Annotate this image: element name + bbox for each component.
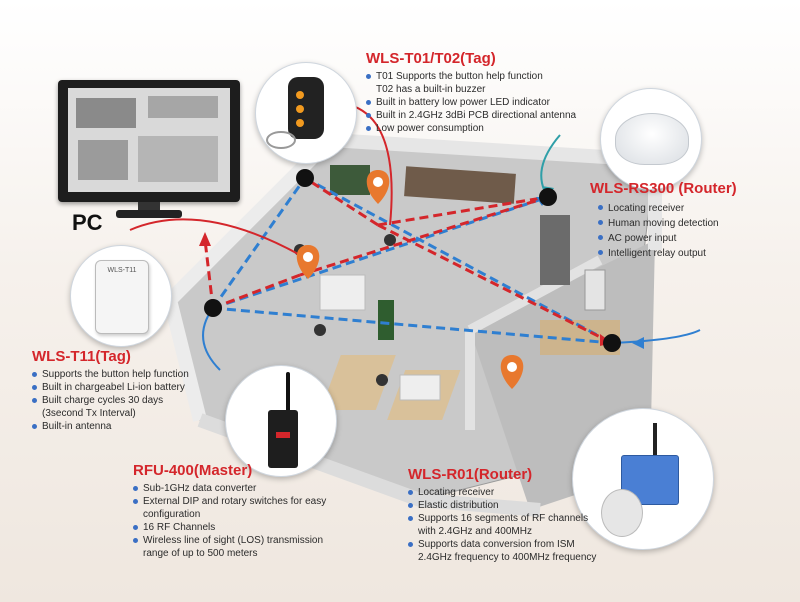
- feature-item: range of up to 500 meters: [143, 548, 258, 559]
- shelf: [404, 166, 516, 204]
- feature-item: Low power consumption: [366, 122, 576, 135]
- feature-item: Intelligent relay output: [598, 246, 737, 261]
- router-r01-title: WLS-R01(Router): [408, 466, 533, 483]
- location-pin-icon: [366, 170, 390, 204]
- feature-item: 16 RF Channels: [133, 521, 326, 534]
- connector-t11: [129, 218, 301, 256]
- connector-r01-head: [632, 337, 644, 349]
- feature-item: Built charge cycles 30 days: [32, 394, 189, 407]
- node-rfu400: [204, 299, 222, 317]
- feature-item: Built in 2.4GHz 3dBi PCB directional ant…: [366, 109, 576, 122]
- tag-t01-block: WLS-T01/T02(Tag) T01 Supports the button…: [366, 50, 576, 135]
- vending: [584, 269, 606, 311]
- router-r01-image: [572, 408, 714, 550]
- pc-label: PC: [72, 210, 103, 235]
- node-r01: [603, 334, 621, 352]
- feature-item: External DIP and rotary switches for eas…: [133, 495, 326, 508]
- feature-item: AC power input: [598, 231, 737, 246]
- tag-links: [203, 176, 613, 345]
- person: [314, 324, 326, 336]
- feature-item: Supports the button help function: [32, 368, 189, 381]
- location-pin-icon: [296, 245, 320, 279]
- ceiling-sensor-icon: [615, 113, 689, 165]
- router-rs300-title: WLS-RS300 (Router): [590, 180, 737, 197]
- node-rs300: [539, 188, 557, 206]
- monitor-screen: [58, 80, 240, 202]
- antenna-icon: [286, 372, 290, 412]
- feature-item: with 2.4GHz and 400MHz: [418, 526, 532, 537]
- feature-item: Elastic distribution: [408, 499, 596, 512]
- feature-item: Supports data conversion from ISM: [408, 538, 596, 551]
- connector-tag: [349, 104, 393, 226]
- floor-map-thumbnail: [68, 88, 230, 192]
- feature-item: Built in battery low power LED indicator: [366, 96, 576, 109]
- feature-item: T01 Supports the button help function: [366, 70, 576, 83]
- tag-t01-image: [255, 62, 357, 164]
- shelf: [320, 355, 396, 410]
- feature-item: Locating receiver: [598, 201, 737, 216]
- feature-item: Built-in antenna: [32, 420, 189, 433]
- shelf: [540, 215, 570, 285]
- person: [376, 374, 388, 386]
- master-rfu400-title: RFU-400(Master): [133, 462, 253, 479]
- display-case: [378, 300, 394, 340]
- connector-r01: [611, 329, 701, 344]
- person: [384, 234, 396, 246]
- feature-item: Wireless line of sight (LOS) transmissio…: [133, 534, 326, 547]
- monitor-base: [116, 210, 182, 218]
- key-ring-icon: [266, 131, 296, 149]
- counter: [319, 274, 366, 311]
- antenna-icon: [653, 423, 657, 459]
- tag-t11-title: WLS-T11(Tag): [32, 348, 131, 365]
- location-pin-icon: [500, 355, 524, 389]
- feature-item: Supports 16 segments of RF channels: [408, 512, 596, 525]
- arrow-up-pc: [199, 232, 211, 246]
- wall-divider: [467, 255, 603, 335]
- shelf: [330, 165, 370, 195]
- feature-item: Locating receiver: [408, 486, 596, 499]
- wall-mount-icon: [601, 489, 643, 537]
- feature-item: Built in chargeabel Li-ion battery: [32, 381, 189, 394]
- feature-item: T02 has a built-in buzzer: [376, 84, 486, 95]
- feature-item: Human moving detection: [598, 216, 737, 231]
- tag-t11-image: WLS-T11: [70, 245, 172, 347]
- node-router-left: [296, 169, 314, 187]
- tag-t01-title: WLS-T01/T02(Tag): [366, 50, 496, 67]
- feature-item: 2.4GHz frequency to 400MHz frequency: [418, 552, 597, 563]
- tag-t11-block: WLS-T11(Tag) Supports the button help fu…: [32, 348, 189, 433]
- feature-item: (3second Tx Interval): [42, 408, 136, 419]
- pc-monitor: [58, 80, 240, 220]
- master-rfu400-image: [225, 365, 337, 477]
- feature-item: configuration: [143, 509, 201, 520]
- counter: [399, 374, 441, 401]
- tag-t11-device: WLS-T11: [95, 260, 149, 334]
- key-fob-icon: [288, 77, 324, 139]
- monitor-stand: [138, 202, 160, 212]
- converter-device-icon: [268, 410, 298, 468]
- router-rs300-image: [600, 88, 702, 190]
- feature-item: Sub-1GHz data converter: [133, 482, 326, 495]
- tag-t11-device-label: WLS-T11: [107, 267, 137, 274]
